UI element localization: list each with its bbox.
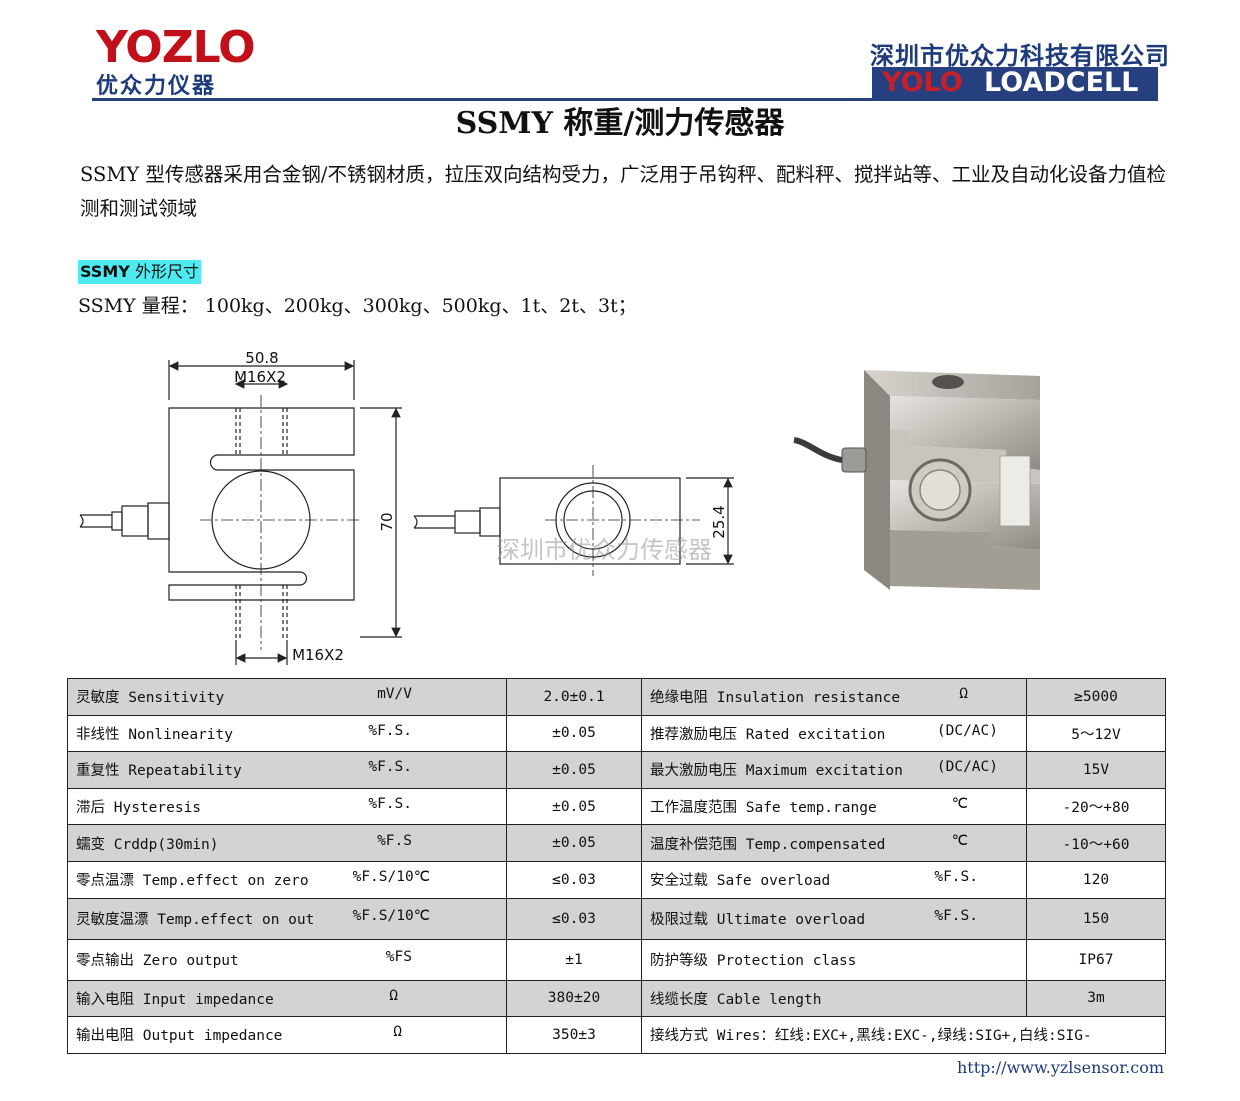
spec-value: ±0.05 xyxy=(506,751,642,789)
spec-unit: ℃ xyxy=(951,832,968,849)
spec-unit: Ω xyxy=(959,686,968,703)
brand-yolo: YOLO xyxy=(882,67,963,98)
spec-unit: %F.S. xyxy=(934,908,978,925)
spec-name: 线缆长度 Cable length xyxy=(650,991,822,1008)
intro-paragraph: SSMY 型传感器采用合金钢/不锈钢材质，拉压双向结构受力，广泛用于吊钩秤、配料… xyxy=(80,163,1166,220)
spec-value: ±1 xyxy=(506,938,642,981)
table-row: 滞后 Hysteresis %F.S. ±0.05 工作温度范围 Safe tem… xyxy=(67,787,1166,826)
spec-name: 防护等级 Protection class xyxy=(650,953,857,970)
table-row: 灵敏度温漂 Temp.effect on out %F.S/10℃ ≤0.03 极… xyxy=(67,897,1166,940)
spec-value: 15V xyxy=(1026,751,1166,789)
capacity-range: SSMY 量程： 100kg、200kg、300kg、500kg、1t、2t、3… xyxy=(78,295,637,317)
spec-name: 工作温度范围 Safe temp.range xyxy=(650,800,877,817)
spec-value: 2.0±0.1 xyxy=(506,678,642,716)
spec-name: 极限过载 Ultimate overload xyxy=(650,912,866,929)
spec-name: 温度补偿范围 Temp.compensated xyxy=(650,836,886,853)
dimensions-text: 外形尺寸 xyxy=(134,262,199,281)
spec-unit: ℃ xyxy=(951,796,968,813)
spec-name: 零点温漂 Temp.effect on zero xyxy=(76,873,309,890)
spec-unit: %F.S. xyxy=(368,796,412,813)
dim-thickness: 25.4 xyxy=(710,505,728,538)
spec-value: ±0.05 xyxy=(506,714,642,753)
watermark: 深圳市优众力传感器 xyxy=(496,536,712,564)
spec-value: ≤0.03 xyxy=(506,860,642,899)
spec-table: 灵敏度 Sensitivity mV/V 2.0±0.1 绝缘电阻 Insulat… xyxy=(67,678,1166,1054)
spec-value: -10～+60 xyxy=(1026,824,1166,862)
wiring-info: 接线方式 Wires：红线:EXC+,黑线:EXC-,绿线:SIG+,白线:SI… xyxy=(641,1016,1166,1054)
spec-value: 150 xyxy=(1026,897,1166,940)
dim-width: 50.8 xyxy=(245,349,278,367)
spec-value: 3m xyxy=(1026,979,1166,1018)
spec-unit: mV/V xyxy=(377,686,412,703)
dim-thread-top: M16X2 xyxy=(234,368,286,386)
spec-unit: Ω xyxy=(389,987,398,1004)
spec-unit: Ω xyxy=(393,1024,402,1041)
table-row: 输入电阻 Input impedance Ω 380±20 线缆长度 Cable … xyxy=(67,979,1166,1018)
company-logo: YOZLO 优众力仪器 xyxy=(96,22,255,100)
spec-value: ±0.05 xyxy=(506,787,642,826)
dimension-drawings: 50.8 M16X2 M16X2 70 25.4 xyxy=(79,349,734,665)
dimensions-heading: SSMY 外形尺寸 xyxy=(78,260,201,284)
table-row: 零点输出 Zero output %FS ±1 防护等级 Protection c… xyxy=(67,938,1166,981)
spec-unit: %F.S. xyxy=(368,722,412,739)
spec-name: 非线性 Nonlinearity xyxy=(76,726,233,743)
spec-unit: (DC/AC) xyxy=(936,759,998,776)
spec-name: 输出电阻 Output impedance xyxy=(76,1028,283,1045)
spec-value: 380±20 xyxy=(506,979,642,1018)
spec-name: 灵敏度 Sensitivity xyxy=(76,690,225,707)
spec-name: 滞后 Hysteresis xyxy=(76,800,202,817)
table-row: 重复性 Repeatability %F.S. ±0.05 最大激励电压 Maxi… xyxy=(67,751,1166,789)
spec-name: 推荐激励电压 Rated excitation xyxy=(650,726,886,743)
table-row: 输出电阻 Output impedance Ω 350±3 接线方式 Wires：… xyxy=(67,1016,1166,1054)
table-row: 非线性 Nonlinearity %F.S. ±0.05 推荐激励电压 Rated… xyxy=(67,714,1166,753)
spec-name: 输入电阻 Input impedance xyxy=(76,991,274,1008)
spec-name: 重复性 Repeatability xyxy=(76,763,242,780)
spec-name: 蠕变 Crddp(30min) xyxy=(76,836,219,853)
spec-value: ≥5000 xyxy=(1026,678,1166,716)
product-photo xyxy=(793,370,1040,590)
dimensions-model: SSMY xyxy=(80,262,130,281)
logo-subtitle: 优众力仪器 xyxy=(96,74,217,99)
spec-value: IP67 xyxy=(1026,938,1166,981)
spec-value: 5～12V xyxy=(1026,714,1166,753)
brand-banner: YOLO LOADCELL xyxy=(872,67,1158,99)
page-title: SSMY 称重/测力传感器 xyxy=(455,106,785,141)
footer-url[interactable]: http://www.yzlsensor.com xyxy=(956,1058,1164,1077)
spec-name: 零点输出 Zero output xyxy=(76,953,239,970)
logo-text: YOZLO xyxy=(96,22,255,73)
spec-unit: %F.S/10℃ xyxy=(352,869,430,886)
spec-name: 安全过载 Safe overload xyxy=(650,873,831,890)
dim-thread-bottom: M16X2 xyxy=(292,646,344,664)
table-row: 灵敏度 Sensitivity mV/V 2.0±0.1 绝缘电阻 Insulat… xyxy=(67,678,1166,716)
spec-name: 最大激励电压 Maximum excitation xyxy=(650,763,903,780)
spec-name: 绝缘电阻 Insulation resistance xyxy=(650,690,901,707)
brand-loadcell: LOADCELL xyxy=(984,67,1139,98)
dim-height: 70 xyxy=(378,512,396,531)
table-row: 蠕变 Crddp(30min) %F.S ±0.05 温度补偿范围 Temp.co… xyxy=(67,824,1166,862)
spec-name: 灵敏度温漂 Temp.effect on out xyxy=(76,912,315,929)
spec-value: ≤0.03 xyxy=(506,897,642,940)
spec-unit: %FS xyxy=(385,949,412,966)
company-name: 深圳市优众力科技有限公司 xyxy=(870,42,1170,70)
spec-value: 120 xyxy=(1026,860,1166,899)
header-divider xyxy=(92,98,1158,101)
table-row: 零点温漂 Temp.effect on zero %F.S/10℃ ≤0.03 安… xyxy=(67,860,1166,899)
spec-value: 350±3 xyxy=(506,1016,642,1054)
spec-unit: (DC/AC) xyxy=(936,722,998,739)
spec-value: -20～+80 xyxy=(1026,787,1166,826)
spec-unit: %F.S. xyxy=(934,869,978,886)
spec-unit: %F.S. xyxy=(368,759,412,776)
spec-value: ±0.05 xyxy=(506,824,642,862)
spec-unit: %F.S xyxy=(377,832,412,849)
spec-unit: %F.S/10℃ xyxy=(352,908,430,925)
